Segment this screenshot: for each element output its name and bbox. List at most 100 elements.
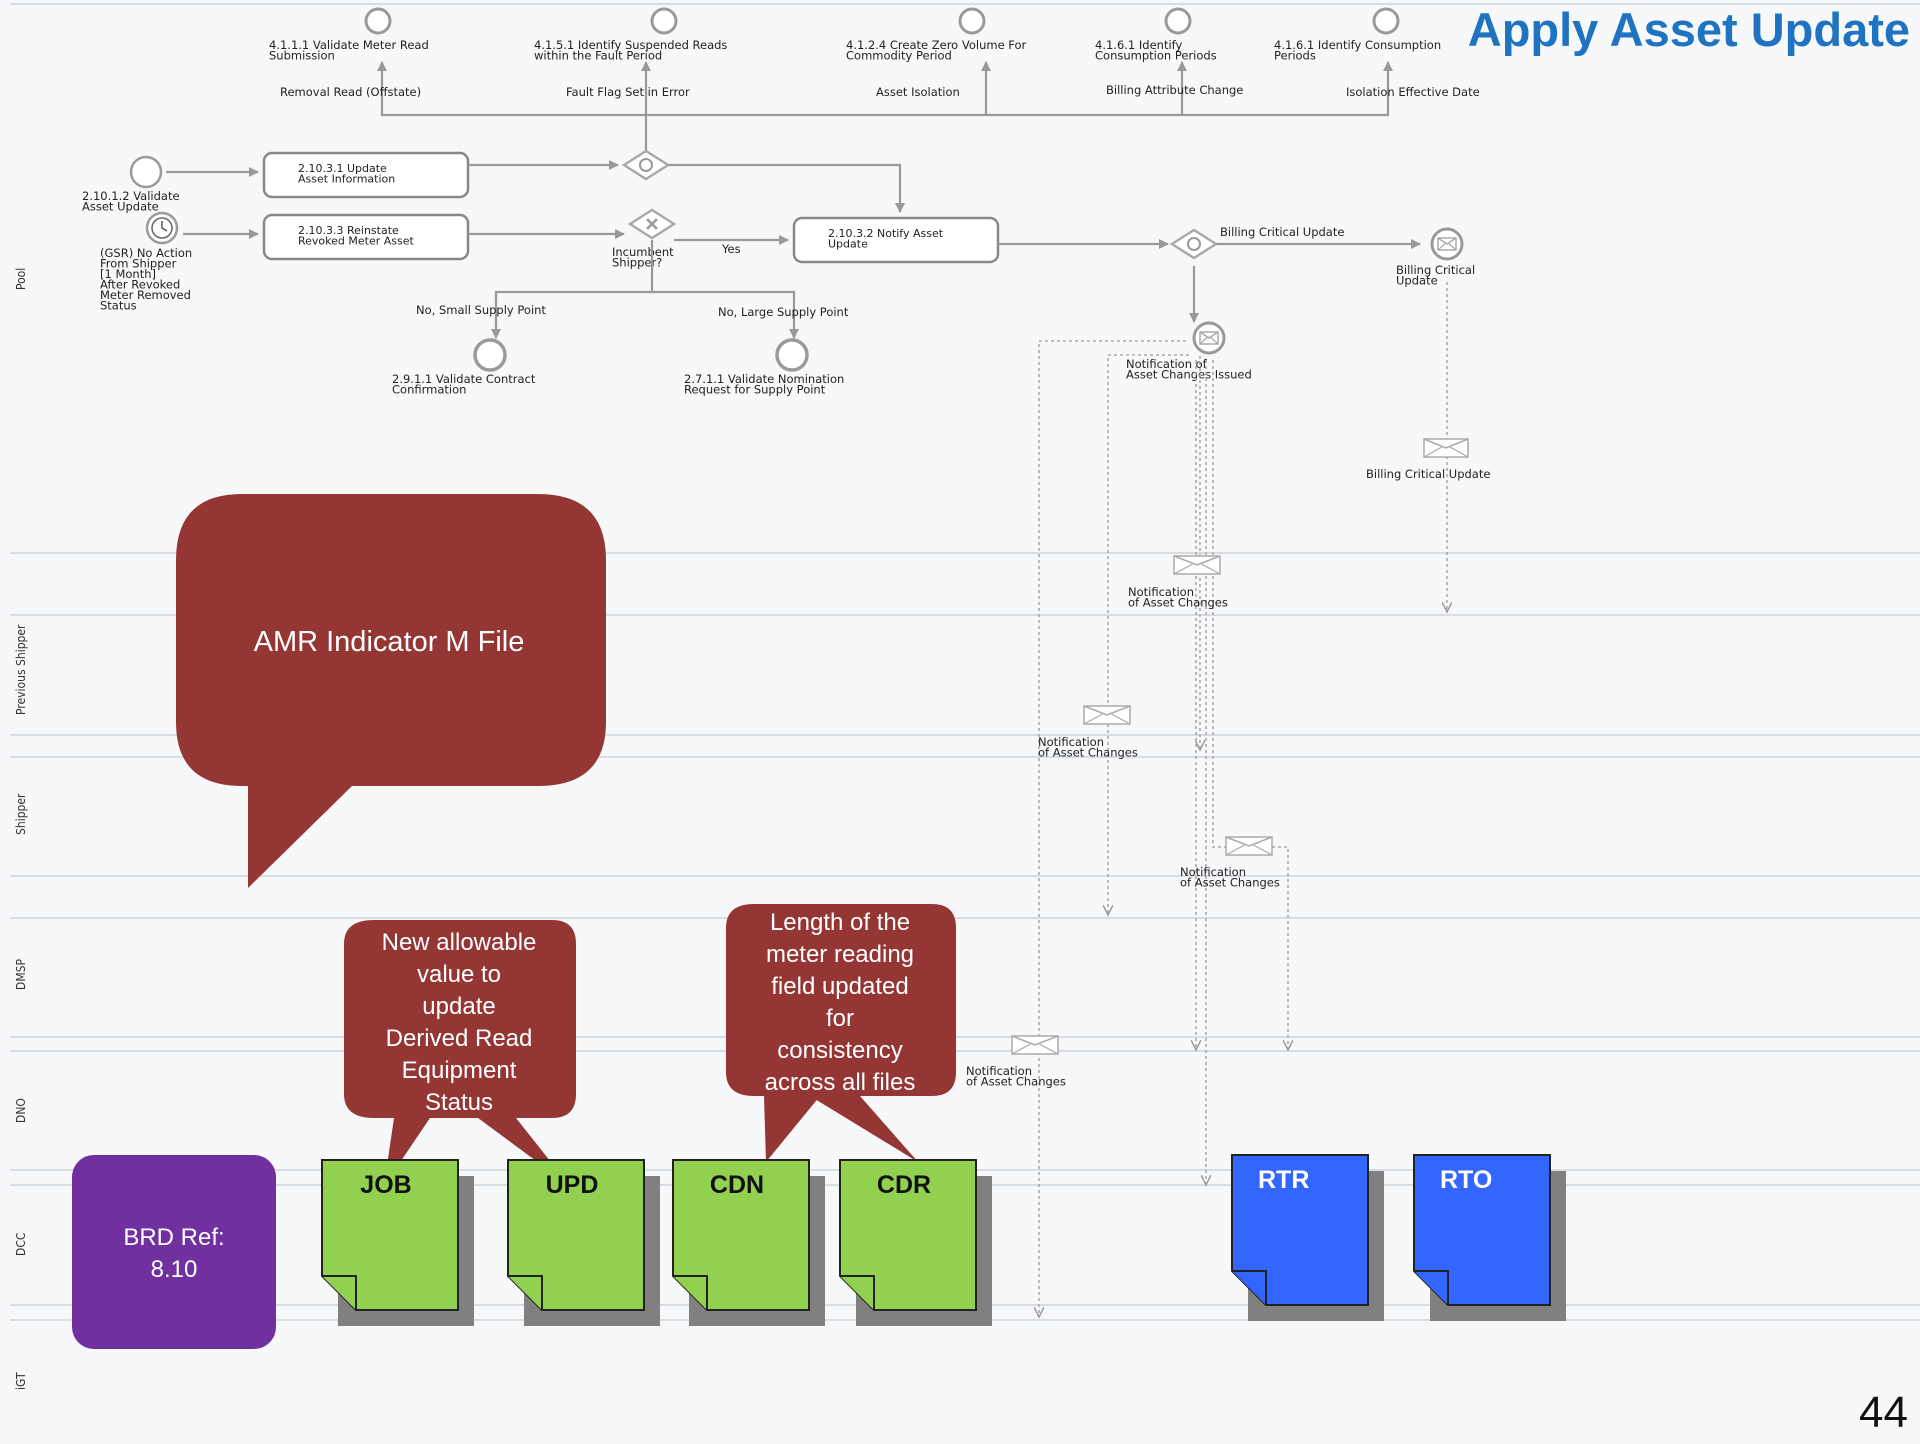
callout-amr-indicator [176,494,606,888]
top-event-5-label: 4.1.6.1 Identify Consumption [1274,38,1441,52]
message-shipper-flow [1108,354,1189,915]
incumbent-gateway-label: Shipper? [612,256,662,270]
brd-ref-box [72,1155,276,1349]
task-notify-asset-update-label: Update [828,238,868,251]
timer-event-label: Status [100,299,137,313]
message-dno-envelope-fold [1039,1043,1059,1055]
flow-large-label: No, Large Supply Point [718,305,849,319]
callout-job-text: Status [425,1089,493,1116]
task-update-asset-information-label: 2.10.3.1 Update [298,162,387,175]
event-notification-envelope-flap [1199,331,1219,339]
message-dmsp-flow [1212,360,1288,1050]
event-notification-label: Notification of [1126,357,1208,371]
top-event-5-label: Periods [1274,49,1316,63]
task-update-asset-information-label: Asset Information [298,173,395,186]
top-event-3-icon [958,7,986,35]
file-cdr-label: CDR [877,1171,931,1199]
event-validate-nomination [775,338,809,372]
flow-isolation-date [1182,61,1393,117]
message-dno-envelope-flap [1011,1035,1059,1046]
callout-job-text: Equipment [402,1057,517,1084]
timer-event-label: (GSR) No Action [100,246,192,260]
lane-label-dcc: DCC [14,1232,28,1256]
message-billing-critical-envelope-fold [1423,446,1442,458]
timer-clock-face [151,217,173,239]
end-event-billing-envelope-fold [1437,242,1446,251]
event-notification-envelope-fold [1199,336,1208,345]
callout-cdn-text: field updated [771,973,908,1000]
page-number: 44 [1859,1388,1908,1437]
incumbent-gateway-label: Incumbent [612,245,674,259]
top-event-4-icon [1164,7,1192,35]
event-validate-nomination-label: Request for Supply Point [684,383,826,397]
message-dno-envelope-fold [1011,1043,1031,1055]
message-dmsp-envelope-fold [1225,844,1245,856]
flow-removal-read [377,61,648,165]
lane-label-dno: DNO [14,1098,28,1123]
file-cdr-fold [840,1275,875,1310]
flow-small-supply [491,240,654,339]
event-validate-contract [473,338,507,372]
top-event-2-label: within the Fault Period [534,49,662,63]
timer-clock-hands [161,221,168,232]
task-notify-asset-update [792,216,1000,264]
lane-label-previous-shipper: Previous Shipper [14,624,28,716]
callout-job-text: New allowable [382,929,537,956]
file-rto [1413,1154,1551,1306]
timer-event-label: From Shipper [100,257,177,271]
start-event-validate-asset-label: 2.10.1.2 Validate [82,189,180,203]
callout-amr-text: AMR Indicator M File [254,626,525,658]
event-validate-contract-label: Confirmation [392,383,466,397]
task-reinstate-revoked-meter-label: Revoked Meter Asset [298,235,414,248]
top-event-1-icon [364,7,392,35]
file-rtr-label: RTR [1258,1166,1309,1194]
task-notify-asset-update-label: 2.10.3.2 Notify Asset [828,227,944,240]
message-dno-label: Notification [966,1064,1032,1078]
parallel-gateway-billing-mark [1187,237,1201,251]
message-shipper-envelope-fold [1083,713,1103,725]
top-event-2-label: 4.1.5.1 Identify Suspended Reads [534,38,727,52]
start-event-validate-asset [129,155,163,189]
brd-ref-text: 8.10 [151,1256,198,1283]
file-cdn-fold [673,1275,708,1310]
message-prev-shipper-label: Notification [1128,585,1194,599]
lane-label-pool: Pool [14,267,28,290]
message-billing-critical-envelope-flap [1423,438,1469,449]
task-reinstate-revoked-meter [262,213,470,261]
brd-ref-text: BRD Ref: [123,1224,224,1251]
message-dno-flow [1039,340,1186,1317]
message-dmsp-label: of Asset Changes [1180,876,1280,890]
file-rtr [1231,1154,1369,1306]
callout-cdn-text: Length of the [770,909,910,936]
top-flow-label-5: Isolation Effective Date [1346,85,1480,99]
parallel-gateway-top-mark [639,158,653,172]
callout-cdn-text: for [826,1005,854,1032]
message-prev-shipper-envelope-fold [1201,563,1221,575]
flow-yes-label: Yes [721,242,741,256]
flow-small-label: No, Small Supply Point [416,303,546,317]
lane-label-dmsp: DMSP [14,959,28,990]
end-event-billing-envelope-flap [1437,237,1457,245]
callout-job-text: value to [417,961,501,988]
timer-event-label: Meter Removed [100,288,191,302]
file-job-fold [322,1275,357,1310]
lane-label-igt: iGT [14,1372,28,1390]
message-dmsp-envelope-fold [1253,844,1273,856]
top-event-5-icon [1372,7,1400,35]
message-prev-shipper-envelope-flap [1173,555,1221,566]
callout-cdn-text: across all files [765,1069,916,1096]
parallel-gateway-billing [1169,228,1219,260]
file-job-label: JOB [360,1171,411,1199]
callout-cdn-text: meter reading [766,941,914,968]
file-upd [507,1159,645,1311]
callout-job-text: update [422,993,495,1020]
file-rtr-fold [1232,1270,1267,1305]
top-flow-label-1: Removal Read (Offstate) [280,85,421,99]
flow-large-supply [652,290,799,339]
top-flow-label-4: Billing Attribute Change [1106,83,1243,97]
event-notification-envelope-fold [1210,336,1219,345]
exclusive-gateway-incumbent-mark [646,218,658,230]
top-event-4-label: 4.1.6.1 Identify [1095,38,1182,52]
callout-job-text: Derived Read [386,1025,533,1052]
